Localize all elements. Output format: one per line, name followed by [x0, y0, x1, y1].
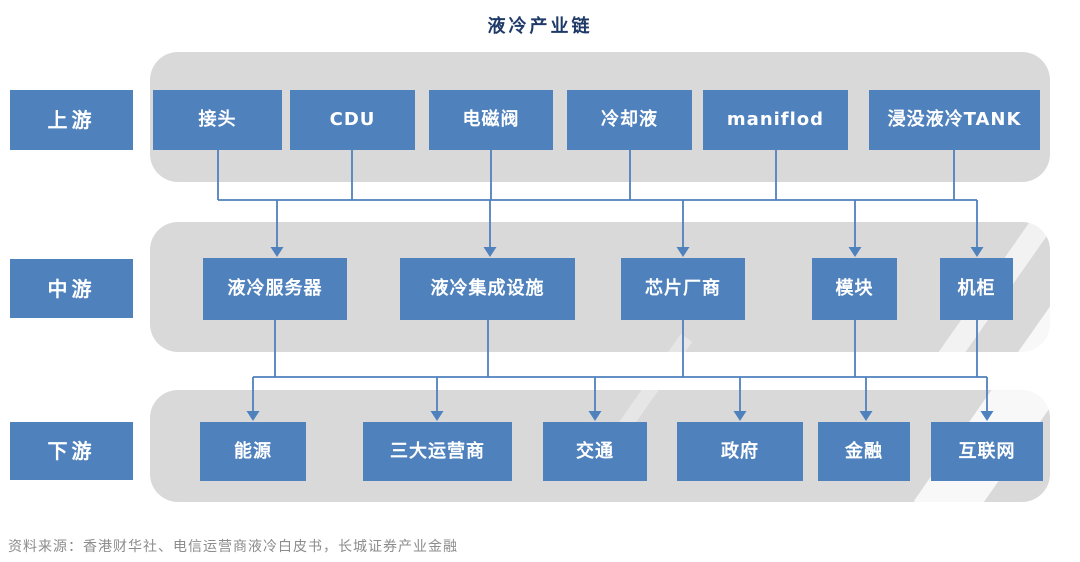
midstream-node-module: 模块 [812, 258, 897, 320]
downstream-node-transportation: 交通 [543, 422, 647, 481]
upstream-node-connector: 接头 [153, 90, 282, 150]
upstream-node-cdu: CDU [290, 90, 415, 150]
downstream-node-finance: 金融 [818, 422, 910, 481]
midstream-node-cabinet: 机柜 [940, 258, 1013, 320]
midstream-node-liquid-cooled-server: 液冷服务器 [203, 258, 347, 320]
midstream-node-chip-vendor: 芯片厂商 [621, 258, 745, 320]
downstream-node-internet: 互联网 [931, 422, 1043, 481]
upstream-node-manifold: maniflod [703, 90, 848, 150]
downstream-node-energy: 能源 [200, 422, 306, 481]
upstream-midstream-connectors [217, 150, 984, 257]
diagram-title: 液冷产业链 [487, 16, 593, 37]
tier-label-midstream: 中游 [10, 259, 133, 318]
source-note: 资料来源：香港财华社、电信运营商液冷白皮书，长城证券产业金融 [8, 539, 458, 555]
downstream-node-government: 政府 [677, 422, 803, 481]
midstream-node-integration-facility: 液冷集成设施 [400, 258, 575, 320]
upstream-node-coolant: 冷却液 [567, 90, 692, 150]
upstream-node-immersion-tank: 浸没液冷TANK [869, 90, 1040, 150]
midstream-downstream-connectors [246, 320, 994, 421]
downstream-node-telecom-operators: 三大运营商 [363, 422, 512, 481]
tier-label-downstream: 下游 [10, 422, 133, 480]
tier-label-upstream: 上游 [10, 90, 133, 150]
upstream-node-solenoid-valve: 电磁阀 [429, 90, 553, 150]
